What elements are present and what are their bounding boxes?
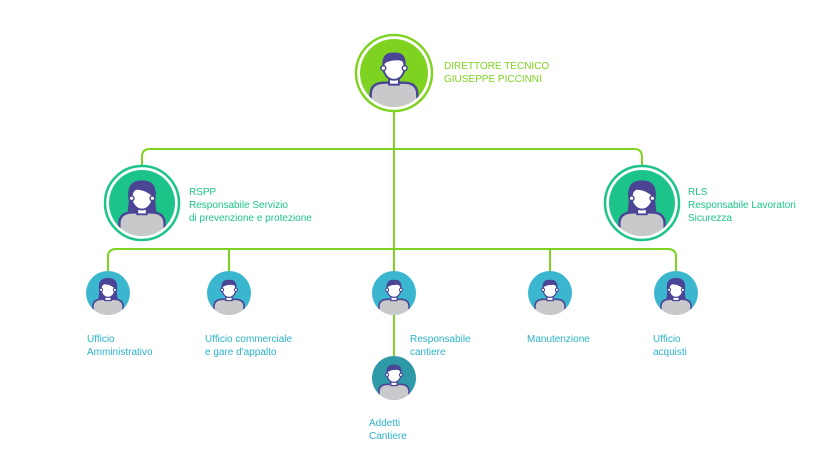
cantiere-label: Responsabile cantiere xyxy=(410,333,471,359)
amministrativo-line2: Amministrativo xyxy=(87,347,153,358)
person-female-icon xyxy=(618,180,666,236)
commerciale-label: Ufficio commerciale e gare d'appalto xyxy=(205,333,292,359)
person-male-icon xyxy=(213,279,245,315)
director-node xyxy=(354,33,434,113)
cantiere-line2: cantiere xyxy=(410,347,446,358)
rls-desc-1: Responsabile Lavoratori xyxy=(688,200,796,211)
rspp-node xyxy=(103,164,181,242)
rspp-desc-1: Responsabile Servizio xyxy=(189,200,288,211)
connector-lines xyxy=(107,107,677,358)
person-male-icon xyxy=(534,279,566,315)
addetti-node xyxy=(372,356,416,400)
person-male-icon xyxy=(378,364,410,400)
acquisti-node xyxy=(654,271,698,315)
rspp-desc-2: di prevenzione e protezione xyxy=(189,213,312,224)
commerciale-line2: e gare d'appalto xyxy=(205,347,277,358)
rls-label: RLS Responsabile Lavoratori Sicurezza xyxy=(688,186,796,225)
commerciale-line1: Ufficio commerciale xyxy=(205,334,293,345)
acquisti-label: Ufficio acquisti xyxy=(653,333,687,359)
rls-desc-2: Sicurezza xyxy=(688,213,732,224)
rspp-label: RSPP Responsabile Servizio di prevenzion… xyxy=(189,186,312,225)
person-female-icon xyxy=(118,180,166,236)
lower-branch-line xyxy=(107,248,677,273)
rspp-title: RSPP xyxy=(189,187,217,198)
director-role: DIRETTORE TECNICO xyxy=(444,61,550,72)
person-male-icon xyxy=(369,52,419,107)
person-male-icon xyxy=(378,279,410,315)
cantiere-node xyxy=(372,271,416,315)
amministrativo-node xyxy=(86,271,130,315)
director-label: DIRETTORE TECNICO GIUSEPPE PICCINNI xyxy=(444,60,549,86)
org-nodes xyxy=(86,33,698,400)
upper-branch-line xyxy=(141,148,643,171)
commerciale-node xyxy=(207,271,251,315)
person-female-icon xyxy=(92,277,124,315)
addetti-label: Addetti Cantiere xyxy=(369,417,407,443)
acquisti-line1: Ufficio xyxy=(653,334,681,345)
amministrativo-label: Ufficio Amministrativo xyxy=(87,333,153,359)
person-female-icon xyxy=(660,277,692,315)
rls-title: RLS xyxy=(688,187,708,198)
manutenzione-node xyxy=(528,271,572,315)
rls-node xyxy=(603,164,681,242)
addetti-line1: Addetti xyxy=(369,418,401,429)
manutenzione-label: Manutenzione xyxy=(527,333,590,346)
amministrativo-line1: Ufficio xyxy=(87,334,115,345)
acquisti-line2: acquisti xyxy=(653,347,687,358)
manutenzione-line1: Manutenzione xyxy=(527,334,590,345)
director-name: GIUSEPPE PICCINNI xyxy=(444,74,542,85)
addetti-line2: Cantiere xyxy=(369,431,407,442)
cantiere-line1: Responsabile xyxy=(410,334,471,345)
